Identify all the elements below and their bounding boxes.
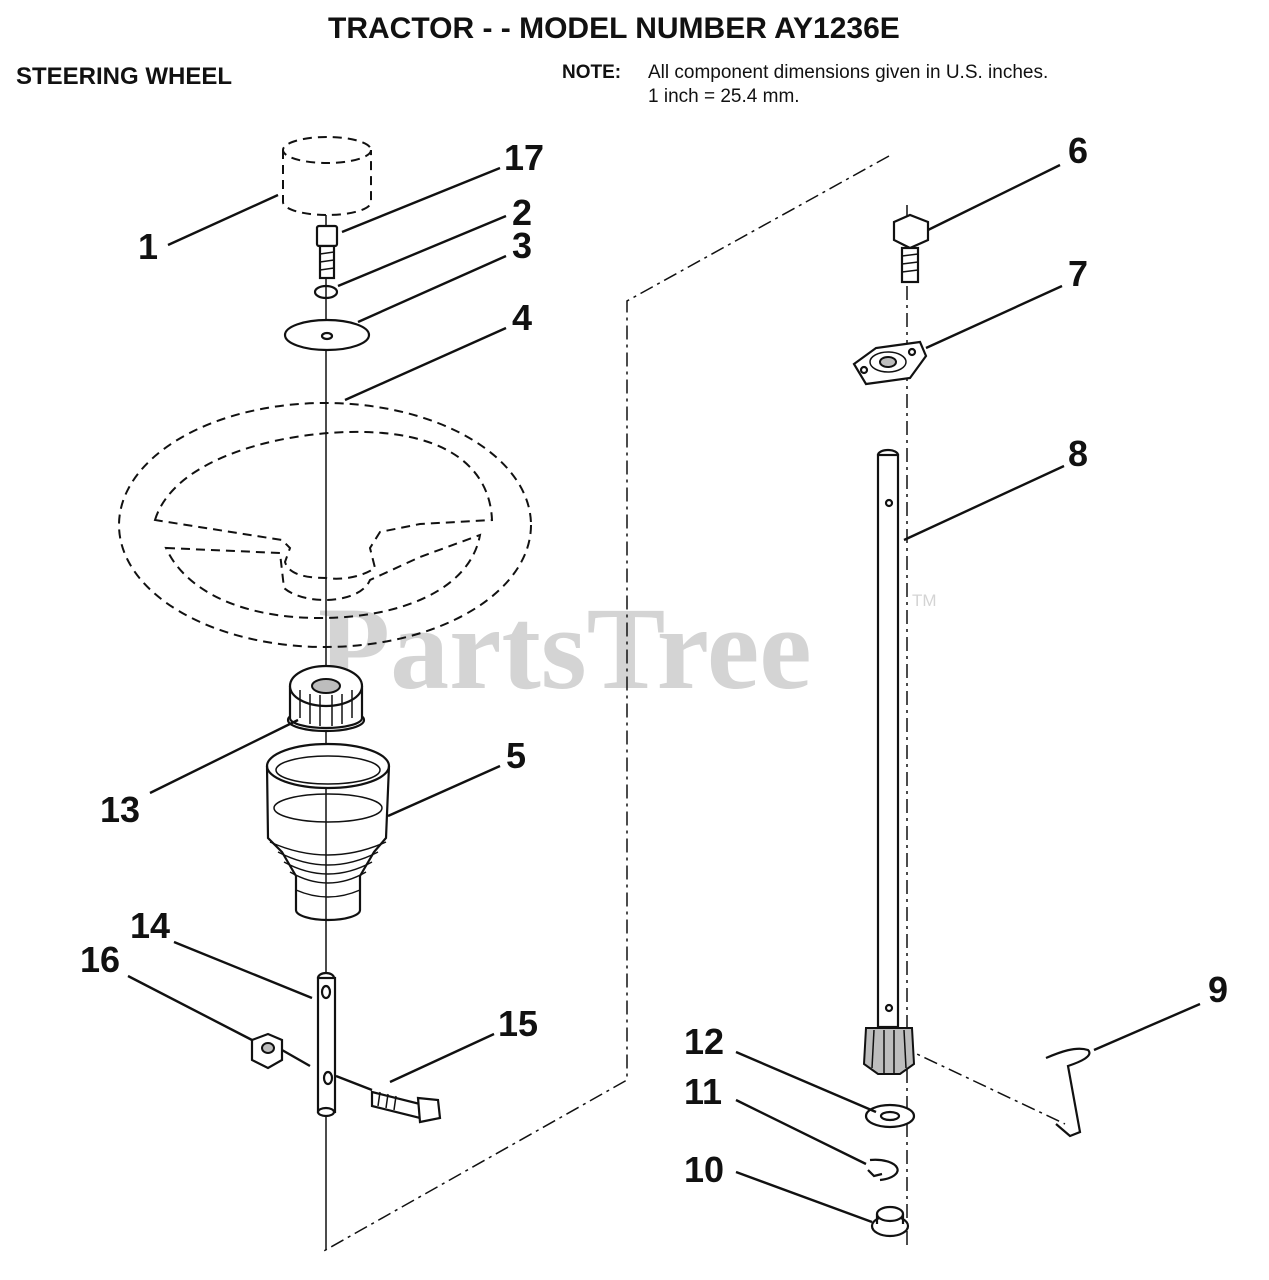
diagram-subtitle: STEERING WHEEL	[16, 63, 232, 90]
callout-16: 16	[80, 939, 120, 980]
part-1-steering-cap	[282, 136, 372, 216]
callout-12: 12	[684, 1021, 724, 1062]
note-label: NOTE:	[562, 62, 621, 83]
callout-5: 5	[506, 735, 526, 776]
part-6-bolt	[892, 213, 930, 284]
part-14-steering-shaft	[316, 971, 337, 1118]
watermark-text: PartsTree	[318, 583, 812, 714]
assembly-boundary	[321, 155, 1066, 1253]
part-13-spline-adapter	[286, 664, 366, 733]
callout-15: 15	[498, 1003, 538, 1044]
callout-17: 17	[504, 137, 544, 178]
watermark-trademark: TM	[912, 591, 937, 610]
callout-11: 11	[684, 1071, 722, 1112]
watermark: PartsTree TM	[318, 583, 937, 714]
centre-lines	[325, 205, 908, 1250]
part-8-steering-shaft	[876, 448, 900, 1029]
note-line-2: 1 inch = 25.4 mm.	[648, 86, 800, 107]
part-10-bushing	[870, 1205, 910, 1238]
steering-pinion-gear	[862, 1027, 916, 1075]
callout-4: 4	[512, 297, 532, 338]
leader-lines	[127, 163, 1201, 1224]
part-5-steering-boot	[265, 742, 391, 922]
part-15-bolt	[370, 1090, 442, 1124]
callout-10: 10	[684, 1149, 724, 1190]
callout-13: 13	[100, 789, 140, 830]
callout-8: 8	[1068, 433, 1088, 474]
callout-1: 1	[138, 226, 158, 267]
callout-14: 14	[130, 905, 170, 946]
part-11-retaining-ring	[867, 1158, 899, 1182]
part-17-bolt	[315, 224, 339, 280]
callout-9: 9	[1208, 969, 1228, 1010]
part-9-spring-clip	[1045, 1047, 1091, 1138]
diagram-title: TRACTOR - - MODEL NUMBER AY1236E	[328, 12, 900, 45]
callout-6: 6	[1068, 130, 1088, 171]
callout-7: 7	[1068, 253, 1088, 294]
part-12-washer	[864, 1103, 916, 1129]
part-7-flange-bearing	[852, 340, 928, 386]
part-2-lock-washer	[313, 284, 339, 300]
part-16-nut	[250, 1032, 284, 1070]
callout-3: 3	[512, 225, 532, 266]
note-line-1: All component dimensions given in U.S. i…	[648, 62, 1048, 83]
callout-numbers: 1 2 3 4 5 6 7 8 9 10 11 12 13 14 15 16 1…	[80, 130, 1228, 1190]
part-4-steering-wheel	[118, 402, 532, 648]
callout-2: 2	[512, 192, 532, 233]
part-3-flat-washer	[283, 318, 371, 352]
